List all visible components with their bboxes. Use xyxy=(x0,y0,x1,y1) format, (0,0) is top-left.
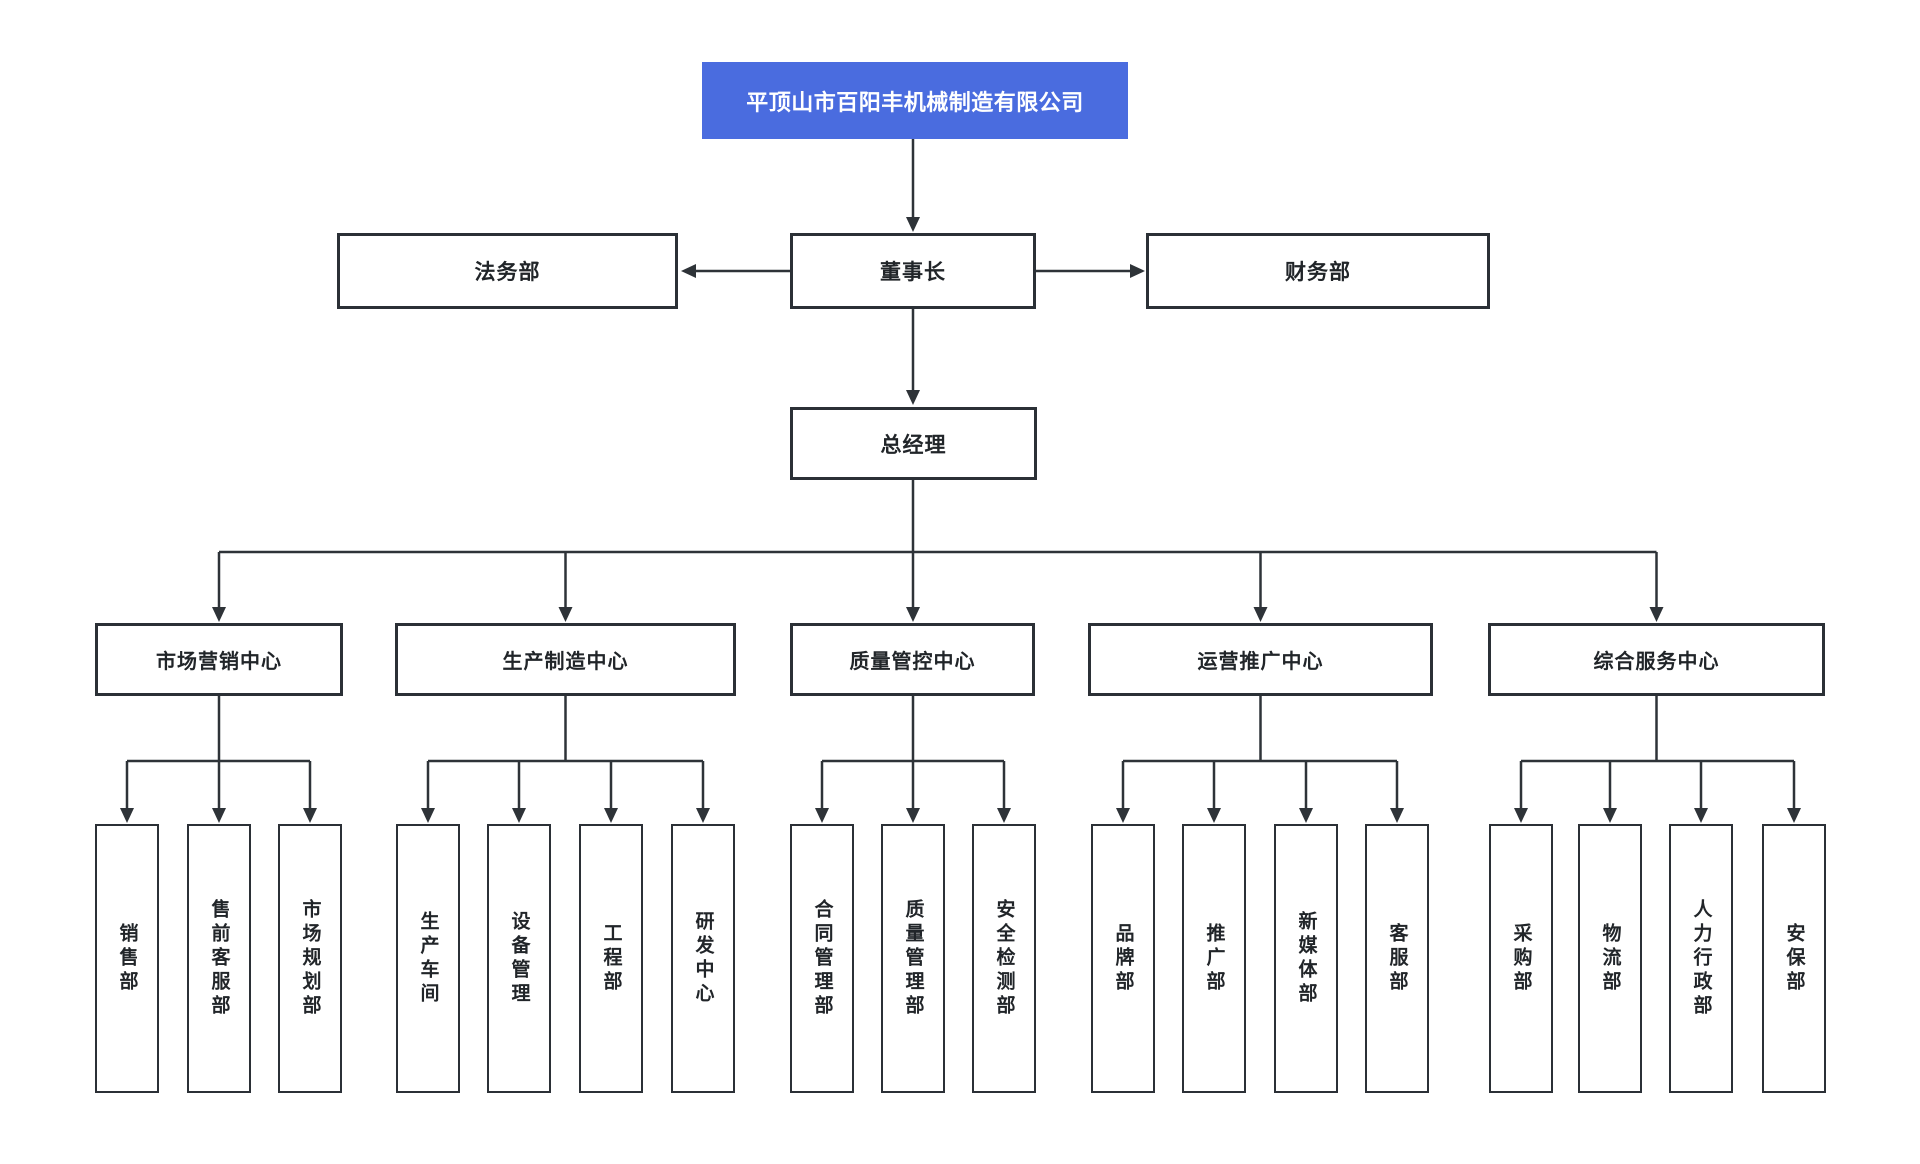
node-dept-contract-management[interactable]: 合同管理部 xyxy=(790,824,854,1093)
general-manager-label: 总经理 xyxy=(880,433,947,457)
dept-label: 人力行政部 xyxy=(1690,898,1712,1019)
node-dept-promotion[interactable]: 推广部 xyxy=(1182,824,1246,1093)
center-label: 质量管控中心 xyxy=(849,651,976,673)
dept-label: 安保部 xyxy=(1783,922,1805,995)
dept-label: 新媒体部 xyxy=(1295,910,1317,1007)
node-center-operations[interactable]: 运营推广中心 xyxy=(1088,623,1433,696)
dept-label: 质量管理部 xyxy=(902,898,924,1019)
dept-label: 设备管理 xyxy=(508,910,530,1007)
node-dept-new-media[interactable]: 新媒体部 xyxy=(1274,824,1338,1093)
node-dept-hr-admin[interactable]: 人力行政部 xyxy=(1669,824,1733,1093)
company-root-label: 平顶山市百阳丰机械制造有限公司 xyxy=(746,89,1084,115)
node-dept-customer-service[interactable]: 客服部 xyxy=(1365,824,1429,1093)
node-dept-brand[interactable]: 品牌部 xyxy=(1091,824,1155,1093)
node-chairman[interactable]: 董事长 xyxy=(790,233,1036,309)
node-dept-equipment-management[interactable]: 设备管理 xyxy=(487,824,551,1093)
node-dept-procurement[interactable]: 采购部 xyxy=(1489,824,1553,1093)
dept-label: 推广部 xyxy=(1203,922,1225,995)
node-finance-dept[interactable]: 财务部 xyxy=(1146,233,1490,309)
node-center-services[interactable]: 综合服务中心 xyxy=(1488,623,1825,696)
center-label: 市场营销中心 xyxy=(156,651,282,673)
dept-label: 品牌部 xyxy=(1112,922,1134,995)
node-dept-rnd-center[interactable]: 研发中心 xyxy=(671,824,735,1093)
dept-label: 工程部 xyxy=(600,922,622,995)
node-dept-safety-inspection[interactable]: 安全检测部 xyxy=(972,824,1036,1093)
dept-label: 采购部 xyxy=(1510,922,1532,995)
node-dept-engineering[interactable]: 工程部 xyxy=(579,824,643,1093)
node-dept-logistics[interactable]: 物流部 xyxy=(1578,824,1642,1093)
dept-label: 安全检测部 xyxy=(993,898,1015,1019)
node-dept-production-workshop[interactable]: 生产车间 xyxy=(396,824,460,1093)
node-center-quality[interactable]: 质量管控中心 xyxy=(790,623,1035,696)
node-dept-quality-management[interactable]: 质量管理部 xyxy=(881,824,945,1093)
chairman-label: 董事长 xyxy=(880,261,946,284)
node-dept-presales-service[interactable]: 售前客服部 xyxy=(187,824,251,1093)
node-general-manager[interactable]: 总经理 xyxy=(790,407,1037,480)
finance-dept-label: 财务部 xyxy=(1285,261,1351,284)
node-dept-security[interactable]: 安保部 xyxy=(1762,824,1826,1093)
dept-label: 市场规划部 xyxy=(299,898,321,1019)
dept-label: 研发中心 xyxy=(692,910,714,1007)
node-center-marketing[interactable]: 市场营销中心 xyxy=(95,623,343,696)
dept-label: 物流部 xyxy=(1599,922,1621,995)
center-label: 生产制造中心 xyxy=(502,651,629,673)
dept-label: 售前客服部 xyxy=(208,898,230,1019)
node-dept-market-planning[interactable]: 市场规划部 xyxy=(278,824,342,1093)
node-dept-sales[interactable]: 销售部 xyxy=(95,824,159,1093)
dept-label: 销售部 xyxy=(116,922,138,995)
node-center-production[interactable]: 生产制造中心 xyxy=(395,623,736,696)
dept-label: 生产车间 xyxy=(417,910,439,1007)
center-label: 综合服务中心 xyxy=(1593,651,1720,673)
node-company-root[interactable]: 平顶山市百阳丰机械制造有限公司 xyxy=(702,62,1128,139)
dept-label: 合同管理部 xyxy=(811,898,833,1019)
center-label: 运营推广中心 xyxy=(1197,651,1324,673)
dept-label: 客服部 xyxy=(1386,922,1408,995)
node-legal-dept[interactable]: 法务部 xyxy=(337,233,678,309)
legal-dept-label: 法务部 xyxy=(474,261,541,284)
